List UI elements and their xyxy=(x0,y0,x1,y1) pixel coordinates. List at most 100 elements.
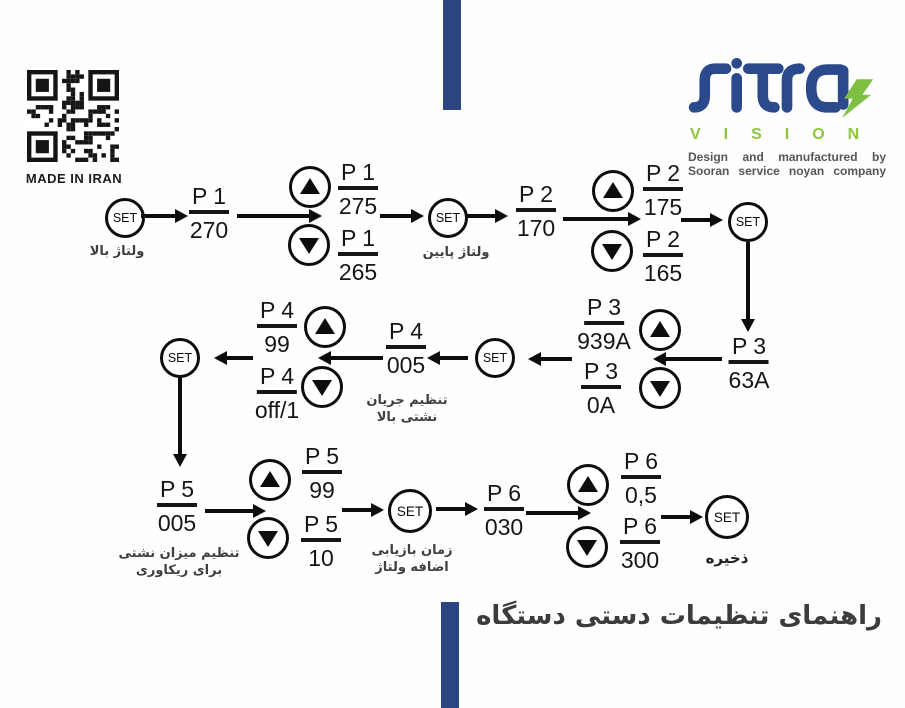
param-p2-down-display: P 2 165 xyxy=(643,228,683,286)
param-value: 270 xyxy=(189,216,229,243)
triangle-down-icon xyxy=(577,540,597,556)
set-button-5[interactable]: SET xyxy=(160,338,200,378)
sitra-logo xyxy=(688,58,874,118)
set-button-6[interactable]: SET xyxy=(388,489,432,533)
triangle-up-icon xyxy=(300,178,320,194)
param-value: 165 xyxy=(643,259,683,286)
param-value: 300 xyxy=(620,546,660,573)
param-p2-up-display: P 2 175 xyxy=(643,160,683,220)
triangle-up-icon xyxy=(260,471,280,487)
fraction-bar xyxy=(621,475,661,479)
param-p4-display: P 4 005 xyxy=(386,318,426,378)
caption-save: ذخیره xyxy=(705,549,749,567)
set-label: SET xyxy=(167,351,193,365)
set-button-3[interactable]: SET xyxy=(728,202,768,242)
param-value: 99 xyxy=(309,476,335,503)
param-label: P 6 xyxy=(486,480,522,506)
fraction-bar xyxy=(729,360,769,364)
caption-line2: نشتی بالا xyxy=(376,409,438,425)
param-label: P 1 xyxy=(340,225,376,251)
param-p6-up-display: P 6 0,5 xyxy=(621,450,661,506)
set-label: SET xyxy=(735,215,761,229)
param-p4-down-display: P 4 off/1 xyxy=(254,365,300,423)
param-label: P 6 xyxy=(622,513,658,539)
param-label: P 5 xyxy=(159,476,195,502)
down-button-p2[interactable] xyxy=(591,230,633,272)
down-button-p6[interactable] xyxy=(566,526,608,568)
flow-arrow-down xyxy=(740,242,755,332)
param-p1-up-display: P 1 275 xyxy=(338,161,378,217)
param-label: P 3 xyxy=(583,358,619,384)
param-label: P 5 xyxy=(303,511,339,537)
param-value: 170 xyxy=(516,214,556,241)
flow-arrow xyxy=(318,350,383,365)
up-button-p2[interactable] xyxy=(592,170,634,212)
set-button-4[interactable]: SET xyxy=(475,338,515,378)
fraction-bar xyxy=(189,210,229,214)
fraction-bar xyxy=(581,385,621,389)
param-p1-display: P 1 270 xyxy=(189,185,229,243)
caption-line1: تنظیم جریان xyxy=(366,393,448,408)
triangle-up-icon xyxy=(650,321,670,337)
up-button-p4[interactable] xyxy=(304,306,346,348)
param-label: P 2 xyxy=(645,160,681,186)
up-button-p5[interactable] xyxy=(249,459,291,501)
param-label: P 3 xyxy=(731,333,767,359)
flow-arrow xyxy=(528,351,572,366)
param-label: P 4 xyxy=(388,318,424,344)
param-value: 939A xyxy=(577,327,631,354)
set-button-save[interactable]: SET xyxy=(705,495,749,539)
down-button-p3[interactable] xyxy=(639,367,681,409)
caption-low-voltage: ولتاژ پایین xyxy=(422,245,490,260)
caption-line2: برای ریکاوری xyxy=(135,562,223,578)
param-p6-display: P 6 030 xyxy=(484,480,524,540)
fraction-bar xyxy=(301,538,341,542)
flow-arrow xyxy=(237,208,322,223)
fraction-bar xyxy=(484,507,524,511)
param-p3-down-display: P 3 0A xyxy=(581,358,621,416)
caption-line1: تنظیم میزان نشتی xyxy=(118,546,240,561)
down-button-p4[interactable] xyxy=(301,366,343,408)
set-button-1[interactable]: SET xyxy=(105,198,145,238)
top-blue-bar xyxy=(443,0,461,110)
triangle-down-icon xyxy=(650,381,670,397)
param-value: off/1 xyxy=(254,396,300,423)
triangle-up-icon xyxy=(315,318,335,334)
flow-arrow xyxy=(205,503,266,518)
up-button-p3[interactable] xyxy=(639,309,681,351)
caption-leakage-recovery: تنظیم میزان نشتی برای ریکاوری xyxy=(119,546,240,580)
param-value: 005 xyxy=(386,351,426,378)
flow-arrow xyxy=(681,212,723,227)
flow-arrow-down xyxy=(172,377,187,467)
logo-tagline: Design and manufactured by Sooran servic… xyxy=(688,150,886,178)
fraction-bar xyxy=(584,321,624,325)
set-label: SET xyxy=(396,503,424,519)
set-label: SET xyxy=(112,211,138,225)
set-button-2[interactable]: SET xyxy=(428,198,468,238)
up-button-p6[interactable] xyxy=(567,464,609,506)
bottom-blue-bar xyxy=(441,602,459,708)
fraction-bar xyxy=(157,503,197,507)
fraction-bar xyxy=(338,186,378,190)
param-p2-display: P 2 170 xyxy=(516,181,556,241)
triangle-down-icon xyxy=(602,244,622,260)
param-p3-up-display: P 3 939A xyxy=(577,296,631,354)
fraction-bar xyxy=(302,470,342,474)
param-value: 030 xyxy=(484,513,524,540)
param-p1-down-display: P 1 265 xyxy=(338,225,378,283)
param-label: P 4 xyxy=(259,297,295,323)
made-in-iran-label: MADE IN IRAN xyxy=(25,171,123,186)
up-button-p1[interactable] xyxy=(289,166,331,208)
flow-arrow xyxy=(141,208,188,223)
down-button-p5[interactable] xyxy=(247,517,289,559)
tagline-line2: Sooran service noyan company xyxy=(688,164,886,179)
tagline-line1: Design and manufactured by xyxy=(688,150,886,164)
param-value: 175 xyxy=(643,193,683,220)
caption-high-voltage: ولتاژ بالا xyxy=(89,244,145,259)
fraction-bar xyxy=(516,208,556,212)
down-button-p1[interactable] xyxy=(288,224,330,266)
fraction-bar xyxy=(386,345,426,349)
flow-arrow xyxy=(466,208,508,223)
param-label: P 2 xyxy=(518,181,554,207)
